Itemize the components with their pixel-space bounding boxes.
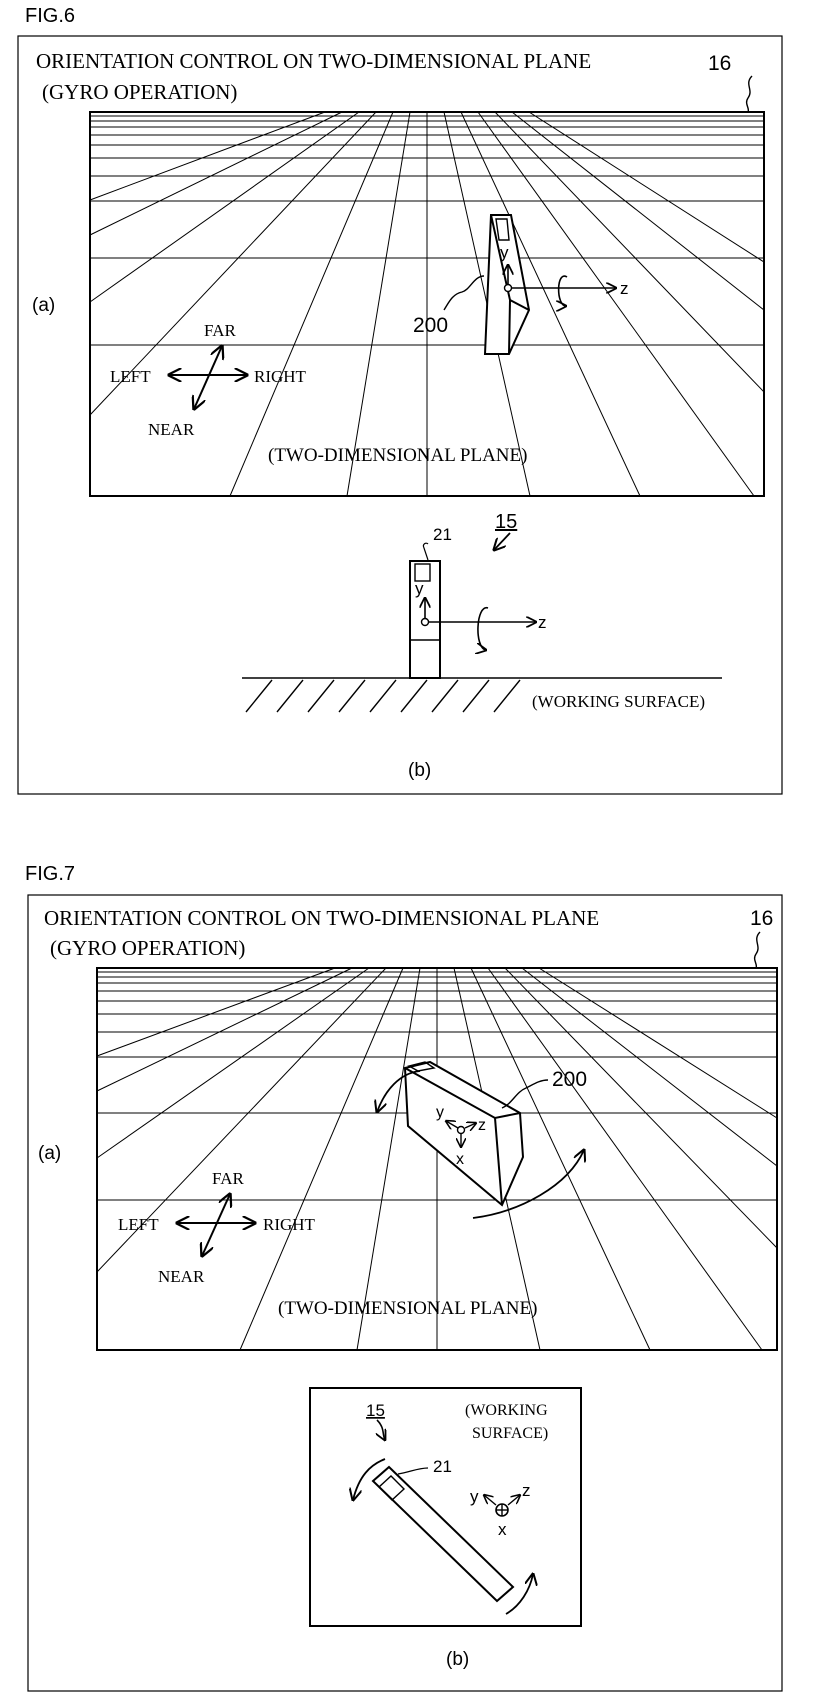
fig7-dir-near: NEAR bbox=[158, 1267, 205, 1286]
fig7-working-surface-line1: (WORKING bbox=[465, 1402, 548, 1419]
fig6-device-axis-y: y bbox=[415, 579, 424, 598]
fig6-device-arrow bbox=[494, 533, 510, 550]
fig7-panel-a: (a) bbox=[38, 1143, 61, 1164]
fig7-device-arrow bbox=[377, 1420, 385, 1440]
fig7-working-surface-line2: SURFACE) bbox=[472, 1425, 548, 1442]
fig6-device-axis-z: z bbox=[538, 613, 547, 632]
fig6-screen: y z 200 FAR LEFT RIGHT NEAR (TWO-DIMENSI… bbox=[90, 112, 764, 496]
fig6-ref-object: 200 bbox=[413, 314, 448, 337]
fig6-working-surface: (WORKING SURFACE) bbox=[242, 678, 722, 712]
fig6-direction-compass: FAR LEFT RIGHT NEAR bbox=[110, 321, 307, 439]
fig7-panel-b: (b) bbox=[446, 1649, 469, 1670]
fig6-working-surface-label: (WORKING SURFACE) bbox=[532, 692, 705, 711]
fig6-device-rotation-arrow bbox=[478, 608, 488, 650]
fig7-ref-screen: 16 bbox=[750, 907, 773, 930]
fig7-direction-compass: FAR LEFT RIGHT NEAR bbox=[118, 1169, 316, 1286]
fig6-label: FIG.6 bbox=[25, 5, 75, 27]
fig7-dir-right: RIGHT bbox=[263, 1215, 316, 1234]
fig6-dir-right: RIGHT bbox=[254, 367, 307, 386]
fig6-panel-a: (a) bbox=[32, 295, 55, 316]
fig6-axis-y: y bbox=[500, 243, 509, 262]
fig6-panel-b: (b) bbox=[408, 760, 431, 781]
fig7-screen-leader bbox=[755, 932, 760, 968]
fig7-axis-z: z bbox=[478, 1117, 486, 1134]
fig7-title: ORIENTATION CONTROL ON TWO-DIMENSIONAL P… bbox=[44, 906, 599, 930]
fig6-axis-z: z bbox=[620, 279, 629, 298]
fig7-device-axis-x: x bbox=[498, 1520, 507, 1539]
fig6-frame bbox=[18, 36, 782, 794]
fig7-axis-y: y bbox=[436, 1104, 444, 1121]
fig6-ref-tip: 21 bbox=[433, 525, 452, 544]
fig6-dir-left: LEFT bbox=[110, 367, 151, 386]
fig7-ref-object: 200 bbox=[552, 1068, 587, 1091]
fig7-device-axis-y: y bbox=[470, 1487, 479, 1506]
fig7-perspective-grid bbox=[97, 968, 777, 1350]
fig7-screen: y z x 200 FAR LEFT RIGHT NEAR (TWO-DIMEN… bbox=[97, 968, 777, 1350]
fig7-device-body bbox=[373, 1467, 513, 1601]
fig7-plane-label: (TWO-DIMENSIONAL PLANE) bbox=[278, 1298, 537, 1319]
fig7-panel-b-box: (WORKING SURFACE) 15 21 y z x bbox=[310, 1388, 581, 1626]
fig7-dir-left: LEFT bbox=[118, 1215, 159, 1234]
fig6-subtitle: (GYRO OPERATION) bbox=[42, 80, 237, 104]
fig7-working-surface-frame bbox=[310, 1388, 581, 1626]
fig6-screen-leader bbox=[747, 76, 752, 112]
fig6-dir-near: NEAR bbox=[148, 420, 195, 439]
fig6-ref-screen: 16 bbox=[708, 52, 731, 75]
fig7-object-200 bbox=[405, 1062, 523, 1205]
fig6-object-leader bbox=[444, 276, 484, 310]
figure-6: FIG.6 ORIENTATION CONTROL ON TWO-DIMENSI… bbox=[18, 5, 782, 794]
fig7-device-axes: y z x bbox=[470, 1481, 531, 1539]
fig7-dir-far: FAR bbox=[212, 1169, 244, 1188]
fig7-ref-tip: 21 bbox=[433, 1457, 452, 1476]
fig7-label: FIG.7 bbox=[25, 863, 75, 885]
fig7-device-axis-z: z bbox=[522, 1481, 531, 1500]
fig7-device-rotation-arrow-bottom bbox=[506, 1574, 533, 1614]
figure-7: FIG.7 ORIENTATION CONTROL ON TWO-DIMENSI… bbox=[25, 863, 782, 1691]
fig6-title: ORIENTATION CONTROL ON TWO-DIMENSIONAL P… bbox=[36, 49, 591, 73]
fig7-subtitle: (GYRO OPERATION) bbox=[50, 936, 245, 960]
fig6-dir-far: FAR bbox=[204, 321, 236, 340]
fig6-rotation-arrow bbox=[559, 276, 567, 306]
fig6-input-device: 15 21 y z bbox=[410, 511, 547, 678]
fig6-plane-label: (TWO-DIMENSIONAL PLANE) bbox=[268, 445, 527, 466]
fig7-ref-device: 15 bbox=[366, 1401, 385, 1420]
fig6-ref-device: 15 bbox=[495, 511, 517, 533]
fig7-axis-x: x bbox=[456, 1151, 464, 1168]
